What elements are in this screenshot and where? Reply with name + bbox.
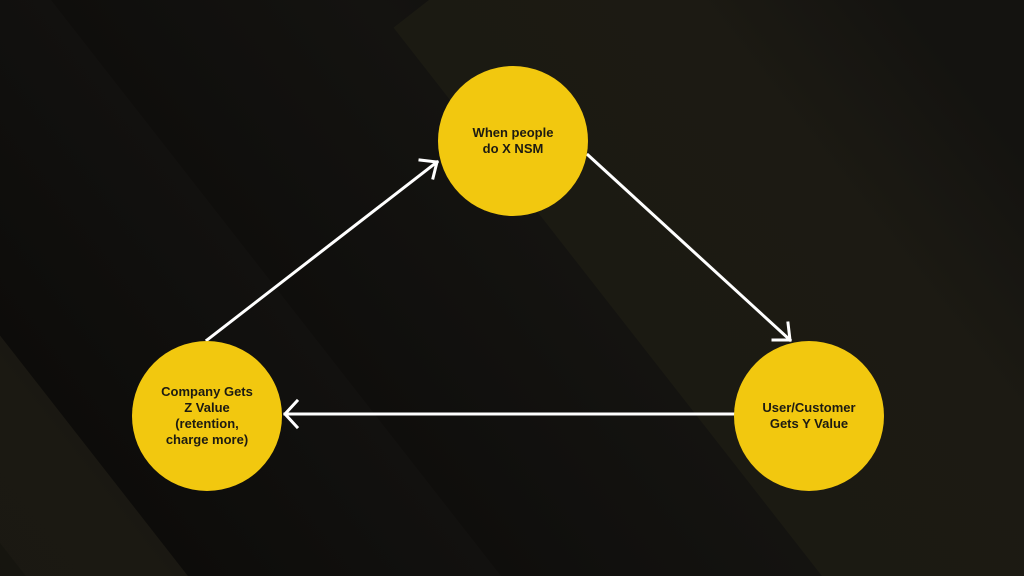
arrowhead-icon [282, 398, 300, 430]
node-customer-value: User/Customer Gets Y Value [734, 341, 884, 491]
arrowhead-icon [771, 321, 792, 342]
node-label: When people do X NSM [472, 125, 554, 156]
arrow-top-to-right [585, 152, 793, 343]
arrow-left-to-top [204, 159, 440, 343]
node-label: Company Gets Z Value (retention, charge … [161, 384, 253, 447]
node-nsm-action: When people do X NSM [438, 66, 588, 216]
arrowhead-icon [418, 158, 439, 180]
node-label: User/Customer Gets Y Value [762, 400, 856, 431]
node-company-value: Company Gets Z Value (retention, charge … [132, 341, 282, 491]
